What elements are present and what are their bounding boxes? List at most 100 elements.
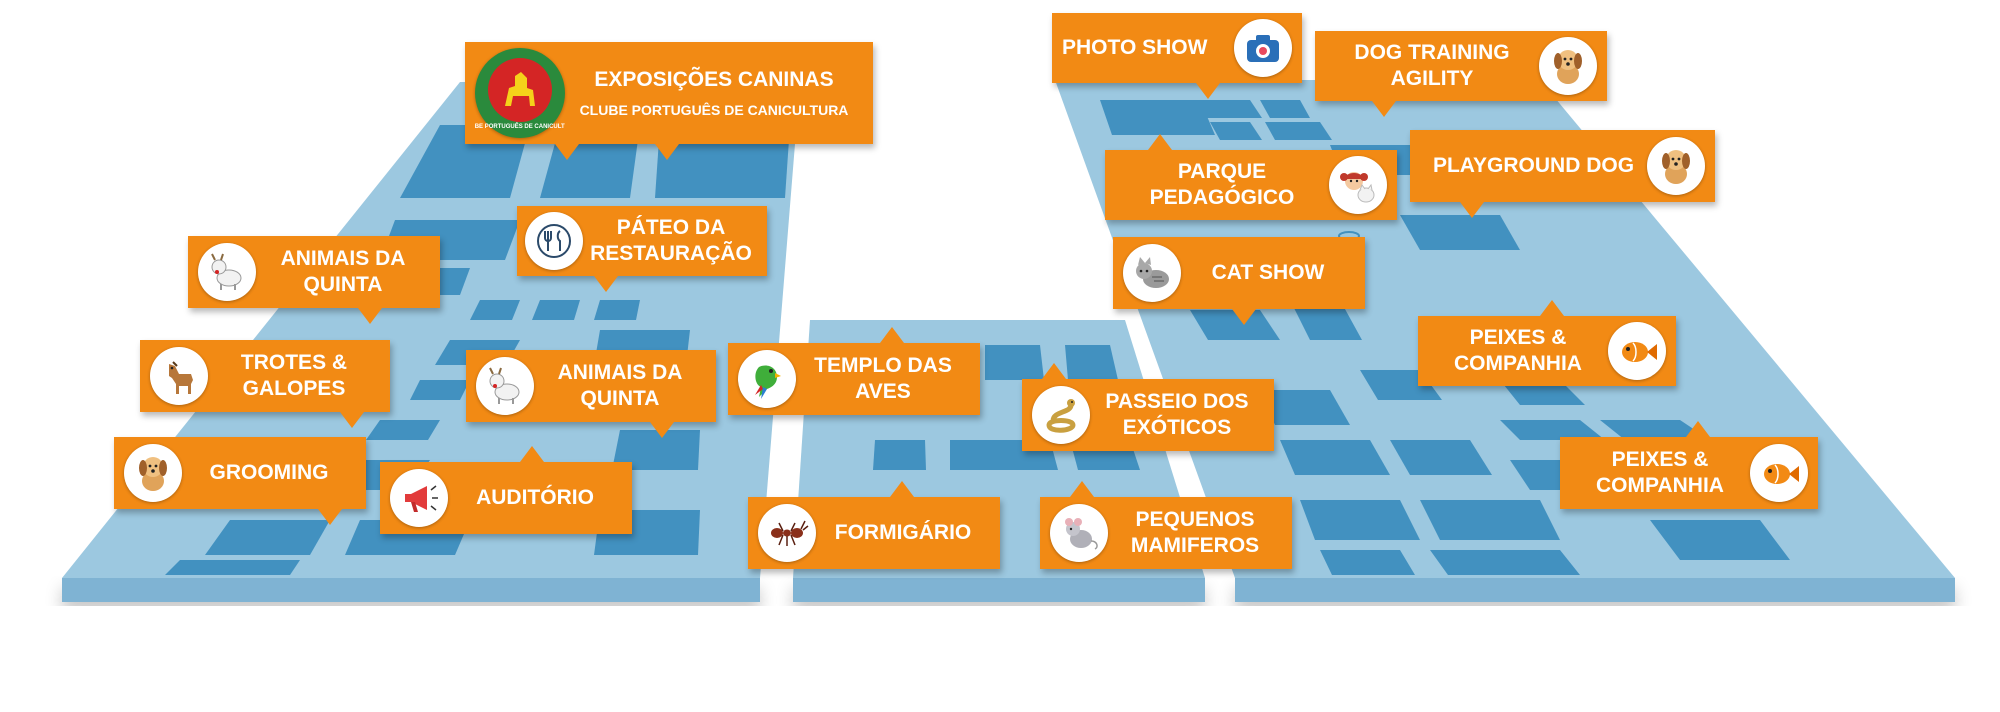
label-line-2: PEDAGÓGICO: [1149, 186, 1295, 209]
pointer: [1042, 363, 1066, 379]
pointer: [880, 327, 904, 343]
label-line-1: TROTES &: [240, 351, 348, 374]
camera-icon: [1234, 19, 1292, 77]
label-text: TROTES & GALOPES: [208, 350, 380, 402]
label-title: EXPOSIÇÕES CANINAS: [594, 68, 834, 91]
label-grooming[interactable]: GROOMING: [114, 437, 366, 509]
label-line-2: QUINTA: [580, 387, 660, 410]
goat-icon: [476, 357, 534, 415]
label-text: PÁTEO DA RESTAURAÇÃO: [583, 215, 759, 267]
horse-icon: [150, 347, 208, 405]
label-text: ANIMAIS DA QUINTA: [256, 246, 430, 298]
label-text: GROOMING: [182, 460, 356, 486]
label-line-2: GALOPES: [242, 377, 346, 400]
label-line-1: ANIMAIS DA: [557, 361, 683, 384]
cat-icon: [1123, 244, 1181, 302]
pointer: [1460, 202, 1484, 218]
label-dog-training[interactable]: DOG TRAINING AGILITY: [1315, 31, 1607, 101]
dog-icon: [124, 444, 182, 502]
label-line-1: PÁTEO DA: [616, 216, 726, 239]
label-exposicoes-caninas[interactable]: Clube Português de Canicultura EXPOSIÇÕE…: [465, 42, 873, 144]
dog-logo-icon: Clube Português de Canicultura: [475, 50, 565, 136]
label-text: AUDITÓRIO: [448, 485, 622, 511]
label-line-1: PASSEIO DOS: [1105, 390, 1249, 413]
label-line-1: PLAYGROUND DOG: [1432, 154, 1635, 177]
label-line-1: PHOTO SHOW: [1062, 36, 1208, 59]
label-parque-pedagogico[interactable]: PARQUE PEDAGÓGICO: [1105, 150, 1397, 220]
label-line-1: PARQUE: [1177, 160, 1267, 183]
label-text: DOG TRAINING AGILITY: [1325, 40, 1539, 92]
megaphone-icon: [390, 469, 448, 527]
pointer: [890, 481, 914, 497]
label-text: CAT SHOW: [1181, 260, 1355, 286]
club-logo-text: Clube Português de Canicultura: [475, 122, 565, 130]
label-line-2: EXÓTICOS: [1122, 416, 1232, 439]
label-text: PASSEIO DOS EXÓTICOS: [1090, 389, 1264, 441]
pointer: [1686, 421, 1710, 437]
label-line-1: PEIXES &: [1469, 326, 1567, 349]
label-text: TEMPLO DAS AVES: [796, 353, 970, 405]
label-line-2: AVES: [855, 380, 911, 403]
pointer: [655, 144, 679, 160]
label-text: PEQUENOS MAMIFEROS: [1108, 507, 1282, 559]
label-text: PLAYGROUND DOG: [1420, 153, 1647, 179]
label-pateo-restauracao[interactable]: PÁTEO DA RESTAURAÇÃO: [517, 206, 767, 276]
fish-icon: [1608, 322, 1666, 380]
label-playground-dog[interactable]: PLAYGROUND DOG: [1410, 130, 1715, 202]
label-text: PEIXES & COMPANHIA: [1428, 325, 1608, 377]
pointer: [1372, 101, 1396, 117]
label-text: ANIMAIS DA QUINTA: [534, 360, 706, 412]
pointer: [650, 422, 674, 438]
label-line-1: ANIMAIS DA: [280, 247, 406, 270]
label-auditorio[interactable]: AUDITÓRIO: [380, 462, 632, 534]
label-passeio-exoticos[interactable]: PASSEIO DOS EXÓTICOS: [1022, 379, 1274, 451]
label-line-1: DOG TRAINING: [1354, 41, 1510, 64]
label-line-2: AGILITY: [1390, 67, 1474, 90]
label-line-1: GROOMING: [209, 461, 329, 484]
pointer: [340, 412, 364, 428]
label-peixes-companhia-2[interactable]: PEIXES & COMPANHIA: [1560, 437, 1818, 509]
label-line-1: PEQUENOS: [1135, 508, 1255, 531]
dog-icon: [1647, 137, 1705, 195]
pointer: [1196, 83, 1220, 99]
pointer: [1540, 300, 1564, 316]
dog-icon: [1539, 37, 1597, 95]
label-line-2: MAMIFEROS: [1130, 534, 1260, 557]
girl-cat-icon: [1329, 156, 1387, 214]
label-animais-quinta-2[interactable]: ANIMAIS DA QUINTA: [466, 350, 716, 422]
label-pequenos-mamiferos[interactable]: PEQUENOS MAMIFEROS: [1040, 497, 1292, 569]
label-text: PHOTO SHOW: [1062, 35, 1234, 61]
label-text: EXPOSIÇÕES CANINAS CLUBE PORTUGUÊS DE CA…: [565, 67, 863, 119]
label-line-2: QUINTA: [303, 273, 383, 296]
label-subtitle: CLUBE PORTUGUÊS DE CANICULTURA: [579, 102, 849, 118]
pointer: [520, 446, 544, 462]
label-templo-aves[interactable]: TEMPLO DAS AVES: [728, 343, 980, 415]
parrot-icon: [738, 350, 796, 408]
cutlery-icon: [525, 212, 583, 270]
label-peixes-companhia-1[interactable]: PEIXES & COMPANHIA: [1418, 316, 1676, 386]
ant-icon: [758, 504, 816, 562]
pointer: [594, 276, 618, 292]
pointer: [1232, 309, 1256, 325]
label-line-1: FORMIGÁRIO: [834, 521, 972, 544]
label-line-2: COMPANHIA: [1596, 474, 1724, 497]
label-line-2: RESTAURAÇÃO: [590, 242, 752, 265]
label-line-1: CAT SHOW: [1211, 261, 1325, 284]
club-logo: Clube Português de Canicultura: [475, 48, 565, 138]
pointer: [555, 144, 579, 160]
pointer: [1148, 134, 1172, 150]
label-line-2: COMPANHIA: [1454, 352, 1582, 375]
label-photo-show[interactable]: PHOTO SHOW: [1052, 13, 1302, 83]
label-line-1: PEIXES &: [1611, 448, 1709, 471]
label-cat-show[interactable]: CAT SHOW: [1113, 237, 1365, 309]
pointer: [358, 308, 382, 324]
snake-icon: [1032, 386, 1090, 444]
label-formigario[interactable]: FORMIGÁRIO: [748, 497, 1000, 569]
mouse-icon: [1050, 504, 1108, 562]
label-text: FORMIGÁRIO: [816, 520, 990, 546]
fish-icon: [1750, 444, 1808, 502]
label-text: PEIXES & COMPANHIA: [1570, 447, 1750, 499]
label-line-1: TEMPLO DAS: [814, 354, 952, 377]
label-trotes-galopes[interactable]: TROTES & GALOPES: [140, 340, 390, 412]
label-animais-quinta-1[interactable]: ANIMAIS DA QUINTA: [188, 236, 440, 308]
